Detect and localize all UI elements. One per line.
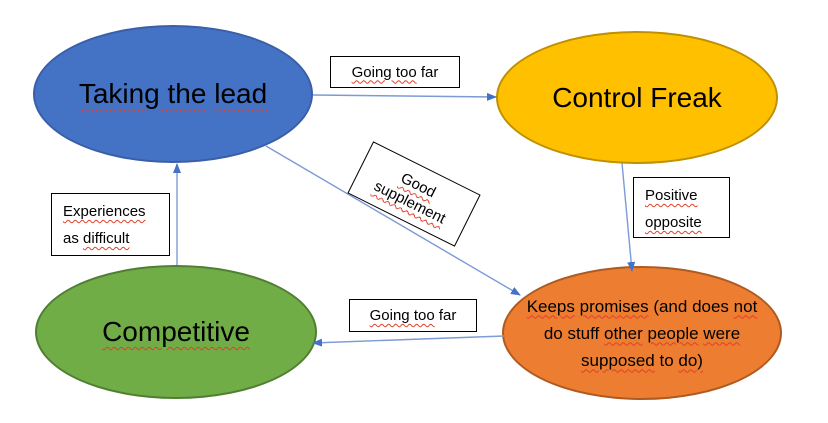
node-taking-the-lead-label: Taking the lead <box>78 78 268 109</box>
node-keeps-promises: Keeps promises (and does not do stuff ot… <box>502 266 782 400</box>
arrow-control-freak-to-keeps-promises <box>621 162 636 272</box>
edge-label-going-too-far-top: Going too far <box>330 56 460 88</box>
node-keeps-promises-line-1: Keeps promises (and does not <box>526 296 758 316</box>
node-keeps-promises-line-3: supposed to do) <box>581 350 703 370</box>
edge-label-experiences-as-difficult: Experiences as difficult <box>51 193 170 256</box>
edge-label-experiences-line-2: as difficult <box>63 230 130 247</box>
arrow-keeps-promises-to-competitive <box>312 335 505 347</box>
node-keeps-promises-line-2: do stuff other people were <box>543 323 741 343</box>
node-control-freak: Control Freak <box>496 31 778 164</box>
edge-label-going-too-far-bottom: Going too far <box>349 299 477 332</box>
edge-label-going-too-far-top-text: Going too far <box>351 63 439 81</box>
node-competitive: Competitive <box>35 265 317 399</box>
node-control-freak-label: Control Freak <box>552 81 722 113</box>
arrow-taking-lead-to-control-freak <box>312 92 497 101</box>
edge-label-positive-opposite-line-1: Positive <box>645 187 698 204</box>
edge-label-positive-opposite: Positive opposite <box>633 177 730 238</box>
edge-label-experiences-line-1: Experiences <box>63 203 146 220</box>
node-taking-the-lead: Taking the lead <box>33 25 313 163</box>
edge-label-going-too-far-bottom-text: Going too far <box>369 307 457 324</box>
node-competitive-label: Competitive <box>102 316 250 347</box>
edge-label-good-supplement: Good supplement <box>347 141 481 247</box>
edge-label-positive-opposite-line-2: opposite <box>645 214 702 231</box>
